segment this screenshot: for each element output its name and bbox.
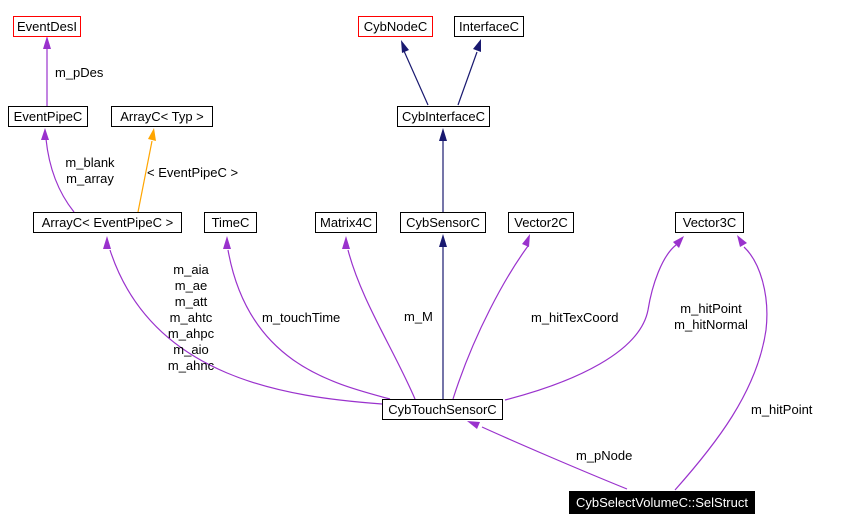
node-selstruct-focus: CybSelectVolumeC::SelStruct	[569, 491, 755, 514]
edge-label-m-m: m_M	[404, 309, 433, 324]
arrowhead-m-touchtime	[223, 236, 231, 249]
edge-label-m-blank-m-array: m_blank m_array	[65, 155, 115, 186]
node-timec[interactable]: TimeC	[204, 212, 257, 233]
edge-label-m-pdes: m_pDes	[55, 65, 104, 80]
node-arrayc-typ[interactable]: ArrayC< Typ >	[111, 106, 213, 127]
edge-m-touchtime	[227, 249, 391, 400]
node-eventdesi[interactable]: EventDesI	[13, 16, 81, 37]
node-cybnodec[interactable]: CybNodeC	[358, 16, 433, 37]
edge-m-blank-m-array	[45, 138, 75, 213]
arrowhead-inherit-cybinterfacec	[439, 128, 447, 141]
edge-label-m-hitpoint: m_hitPoint	[751, 402, 813, 417]
edge-label-m-touchtime: m_touchTime	[262, 310, 341, 325]
node-vector2c[interactable]: Vector2C	[508, 212, 574, 233]
node-arrayc-eventpipec[interactable]: ArrayC< EventPipeC >	[33, 212, 182, 233]
edge-label-m-pnode: m_pNode	[576, 448, 633, 463]
node-interfacec[interactable]: InterfaceC	[454, 16, 524, 37]
edge-m-m	[347, 249, 416, 400]
edge-m-hitpoint	[674, 246, 768, 491]
arrowhead-m-hittexcoord	[522, 234, 530, 247]
edge-label-m-hittexcoord: m_hitTexCoord	[531, 310, 619, 325]
edge-m-hitpoint-normal	[504, 244, 677, 401]
edge-template-eventpipec	[137, 140, 153, 213]
edge-label-array-members: m_aia m_ae m_att m_ahtc m_ahpc m_aio m_a…	[167, 262, 215, 373]
arrowhead-m-hitpoint-normal	[673, 236, 684, 248]
edge-inherit-interfacec	[457, 51, 478, 106]
edge-label-template-eventpipec: < EventPipeC >	[147, 165, 239, 180]
node-eventpipec[interactable]: EventPipeC	[8, 106, 88, 127]
node-cybsensorc[interactable]: CybSensorC	[400, 212, 486, 233]
edge-m-pnode	[481, 426, 628, 490]
arrowhead-m-blank-m-array	[41, 128, 49, 140]
node-cybtouchsensorc[interactable]: CybTouchSensorC	[382, 399, 503, 420]
edge-array-members	[109, 249, 383, 405]
arrowhead-inherit-interfacec	[473, 39, 481, 52]
node-matrix4c[interactable]: Matrix4C	[315, 212, 377, 233]
node-vector3c[interactable]: Vector3C	[675, 212, 744, 233]
arrowhead-template-eventpipec	[148, 128, 156, 141]
node-cybinterfacec[interactable]: CybInterfaceC	[397, 106, 490, 127]
arrowhead-inherit-cybsensorc	[439, 234, 447, 247]
arrowhead-m-m	[342, 236, 350, 249]
arrowhead-array-members	[103, 236, 111, 249]
arrowhead-m-pdes	[43, 36, 51, 49]
arrowhead-m-hitpoint	[737, 235, 747, 247]
arrowhead-m-pnode	[467, 421, 480, 429]
edge-inherit-cybnodec	[403, 50, 429, 106]
edge-label-m-hitpoint-normal: m_hitPoint m_hitNormal	[674, 301, 748, 332]
edge-m-hittexcoord	[452, 245, 529, 400]
arrowhead-inherit-cybnodec	[401, 40, 409, 53]
